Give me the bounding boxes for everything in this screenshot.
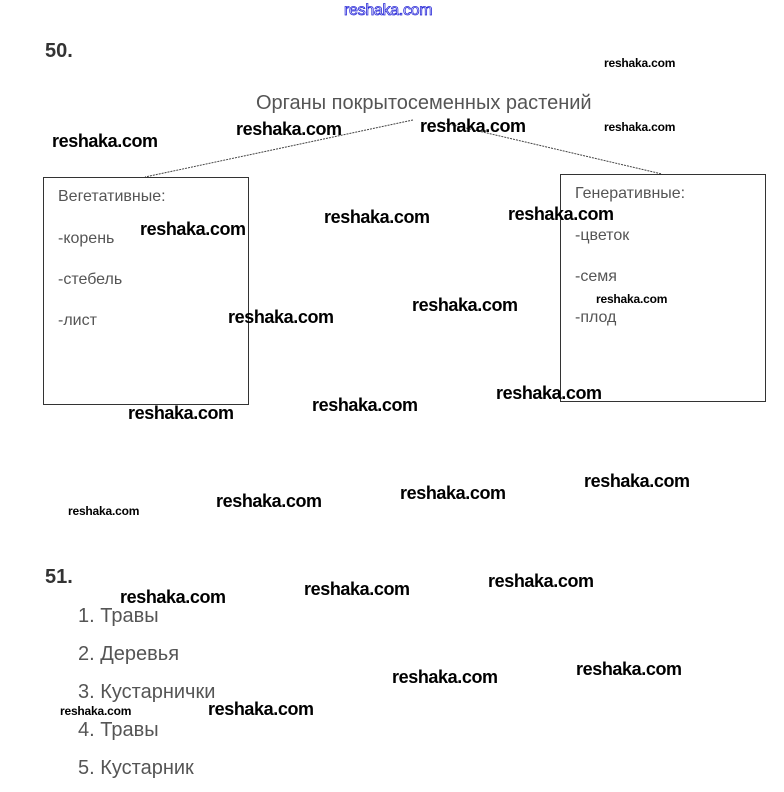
- watermark: reshaka.com: [488, 571, 594, 591]
- watermark: reshaka.com: [120, 587, 226, 607]
- watermark: reshaka.com: [312, 395, 418, 415]
- answer-item: 5. Кустарник: [78, 757, 194, 779]
- watermark-small: reshaka.com: [604, 120, 676, 134]
- generative-heading: Генеративные:: [575, 185, 686, 202]
- generative-item: -семя: [575, 268, 617, 285]
- vegetative-item: -стебель: [58, 271, 123, 288]
- watermark: reshaka.com: [236, 119, 342, 139]
- watermark: reshaka.com: [420, 116, 526, 136]
- task-50-number: 50.: [45, 40, 73, 62]
- watermark: reshaka.com: [228, 307, 334, 327]
- watermark-small: reshaka.com: [604, 56, 676, 70]
- vegetative-box: Вегетативные: -корень -стебель -лист: [43, 177, 249, 405]
- watermark: reshaka.com: [208, 699, 314, 719]
- watermark-top: reshaka.com: [344, 2, 433, 20]
- watermark-small: reshaka.com: [60, 704, 132, 718]
- vegetative-item: -корень: [58, 230, 115, 247]
- generative-box: Генеративные: -цветок -семя -плод: [560, 174, 766, 402]
- generative-item: -плод: [575, 309, 617, 326]
- watermark: reshaka.com: [52, 131, 158, 151]
- watermark: reshaka.com: [400, 483, 506, 503]
- generative-item: -цветок: [575, 227, 630, 244]
- answer-item: 4. Травы: [78, 719, 159, 741]
- watermark: reshaka.com: [324, 207, 430, 227]
- answer-item: 2. Деревья: [78, 643, 180, 665]
- watermark: reshaka.com: [496, 383, 602, 403]
- answer-item: 1. Травы: [78, 605, 159, 627]
- watermark-small: reshaka.com: [596, 292, 668, 306]
- watermark: reshaka.com: [304, 579, 410, 599]
- watermark-small: reshaka.com: [68, 504, 140, 518]
- watermark: reshaka.com: [140, 219, 246, 239]
- watermark: reshaka.com: [584, 471, 690, 491]
- vegetative-item: -лист: [58, 312, 97, 329]
- vegetative-heading: Вегетативные:: [58, 188, 166, 205]
- watermark: reshaka.com: [392, 667, 498, 687]
- watermark: reshaka.com: [412, 295, 518, 315]
- task-51-number: 51.: [45, 566, 73, 588]
- watermark: reshaka.com: [508, 204, 614, 224]
- watermark: reshaka.com: [576, 659, 682, 679]
- diagram-title: Органы покрытосеменных растений: [256, 92, 592, 114]
- watermark: reshaka.com: [128, 403, 234, 423]
- answer-item: 3. Кустарнички: [78, 681, 216, 703]
- watermark: reshaka.com: [216, 491, 322, 511]
